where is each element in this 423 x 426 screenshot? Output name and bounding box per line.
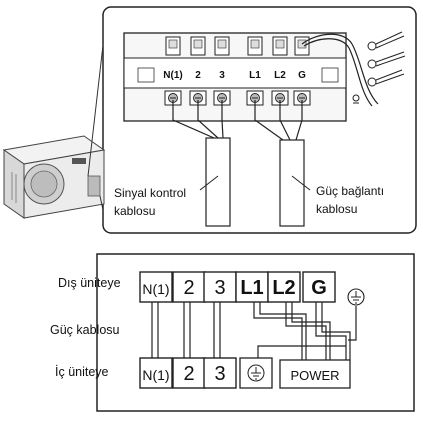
outdoor-terminal-label: 3 (214, 277, 225, 299)
cable-clamp-icons (352, 31, 406, 104)
outdoor-terminal-label: G (311, 277, 327, 299)
outdoor-terminal-label: L1 (240, 277, 263, 299)
indoor-terminal: N(1) (139, 357, 173, 389)
top-terminal: N(1) (163, 36, 183, 106)
power-cable-label-line2: kablosu (316, 202, 358, 216)
top-terminal-label: 3 (219, 70, 225, 81)
top-terminal-label: L2 (274, 70, 286, 81)
power-cable-sleeve (279, 139, 311, 227)
outdoor-terminal: L2 (267, 271, 301, 303)
zoom-line (87, 44, 104, 177)
power-cable-label-line1: Güç bağlantı (316, 184, 385, 198)
power-cable-label: Güç bağlantı kablosu (316, 184, 384, 217)
outdoor-terminal: G (302, 271, 336, 303)
ground-icon (347, 288, 365, 306)
indoor-terminal: 2 (172, 357, 206, 389)
zoom-line (99, 195, 104, 211)
indoor-terminal-label: 3 (214, 363, 225, 385)
power-cable-side-label: Güç kablosu (50, 323, 120, 337)
outdoor-terminal: N(1) (139, 271, 173, 303)
signal-cable-sleeve (199, 137, 231, 227)
indoor-label: İç üniteye (55, 365, 109, 379)
power-block: POWER (279, 359, 351, 389)
outdoor-terminal-label: L2 (272, 277, 295, 299)
outdoor-label: Dış üniteye (58, 276, 121, 290)
top-wiring (172, 33, 379, 141)
power-block-label: POWER (290, 368, 339, 383)
outdoor-unit-icon (2, 135, 106, 219)
outdoor-terminal: 2 (172, 271, 206, 303)
indoor-terminal-label: 2 (183, 363, 194, 385)
indoor-ground-terminal (239, 357, 273, 389)
top-terminal-label: L1 (249, 70, 261, 81)
top-terminal: L1 (246, 36, 264, 106)
outdoor-terminal: L1 (235, 271, 269, 303)
indoor-terminal-label: N(1) (142, 367, 169, 383)
signal-cable-label-line1: Sinyal kontrol (114, 186, 187, 200)
outdoor-terminal-label: 2 (183, 277, 194, 299)
top-terminal-label: G (298, 70, 306, 81)
bottom-wiring (151, 302, 357, 360)
top-terminal: L2 (271, 36, 289, 106)
top-terminal-label: 2 (195, 70, 201, 81)
outdoor-terminal-label: N(1) (142, 281, 169, 297)
signal-cable-label: Sinyal kontrol kablosu (114, 186, 186, 219)
signal-cable-label-line2: kablosu (114, 204, 156, 218)
top-terminal-label: N(1) (163, 70, 182, 81)
outdoor-terminal: 3 (203, 271, 237, 303)
indoor-terminal: 3 (203, 357, 237, 389)
terminal-block (123, 32, 347, 122)
top-terminal: 2 (189, 36, 207, 106)
